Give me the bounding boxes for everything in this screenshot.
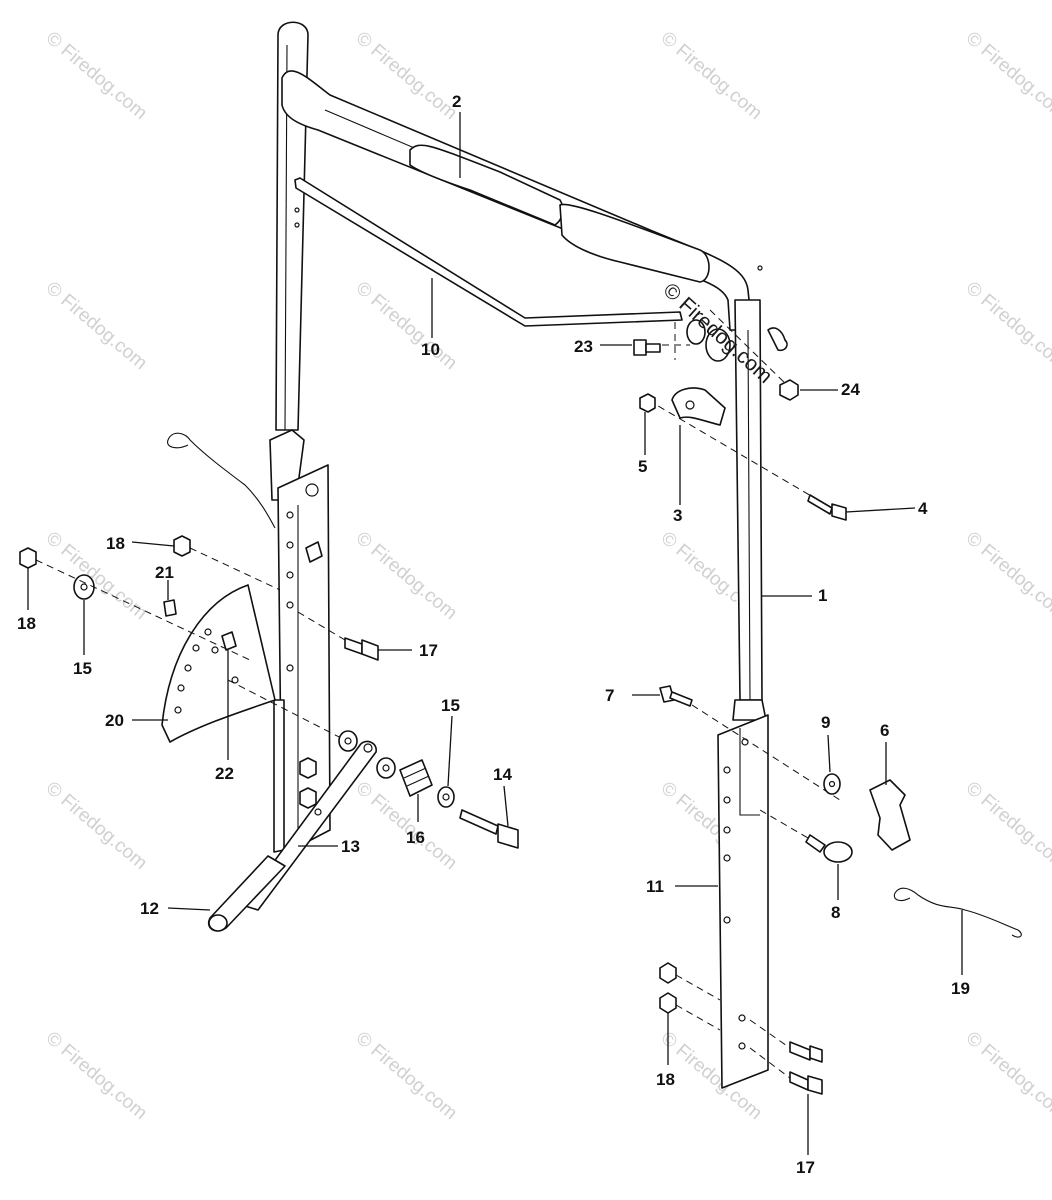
cable-19 [893,887,1022,938]
leader-lines [27,112,963,1155]
nut-18-lower [659,992,677,1014]
callout-17: 17 [796,1158,815,1177]
callout-15: 15 [73,659,92,678]
cable-left [167,432,276,529]
watermark: © Firedog.com [42,1028,151,1124]
callout-6: 6 [880,721,889,740]
watermark: © Firedog.com [657,28,766,124]
bolt-7 [659,685,693,707]
spring-16 [399,759,433,797]
adjustment-plate-20 [161,584,276,743]
callout-18: 18 [656,1070,675,1089]
bolt-22 [221,631,237,651]
handlebar-grip [281,70,753,331]
watermark: © Firedog.com [962,278,1052,374]
stud-pin [305,541,323,563]
bolt-21 [163,599,177,617]
lock-pin-8 [805,834,853,863]
lever-grip-12 [208,855,286,932]
watermark: © Firedog.com [42,278,151,374]
left-lower-bracket [273,464,331,856]
watermark: © Firedog.com [962,778,1052,874]
callout-19: 19 [951,979,970,998]
watermark: © Firedog.com [42,778,151,874]
callout-2: 2 [452,92,461,111]
callout-12: 12 [140,899,159,918]
callout-21: 21 [155,563,174,582]
callout-3: 3 [673,506,682,525]
bolt-17-lower [789,1071,823,1095]
callout-10: 10 [421,340,440,359]
callout-labels: 2 10 23 24 5 3 4 1 7 6 9 8 11 19 18 17 1… [17,92,970,1177]
callout-15: 15 [441,696,460,715]
nut-left-lower-a [299,757,317,779]
callout-24: 24 [841,380,860,399]
watermark: © Firedog.com [352,1028,461,1124]
callout-9: 9 [821,713,830,732]
nut-5 [639,393,656,413]
right-lower-bracket [717,714,769,1089]
watermark: © Firedog.com [962,1028,1052,1124]
bolt-14 [459,809,519,849]
washer-15-left [73,574,95,600]
washer-15-outer [437,786,455,808]
watermark: © Firedog.com [352,278,461,374]
callout-18: 18 [106,534,125,553]
washer-9 [823,773,841,795]
callout-20: 20 [105,711,124,730]
callout-17: 17 [419,641,438,660]
watermark: © Firedog.com [352,528,461,624]
pivot-washer [686,319,788,362]
callout-18: 18 [17,614,36,633]
control-rod [294,177,683,327]
callout-16: 16 [406,828,425,847]
callout-5: 5 [638,457,647,476]
callout-7: 7 [605,686,614,705]
bolt-17-upper [789,1041,823,1063]
callout-14: 14 [493,765,512,784]
callout-1: 1 [818,586,827,605]
callout-13: 13 [341,837,360,856]
watermark: © Firedog.com [962,28,1052,124]
callout-8: 8 [831,903,840,922]
callout-11: 11 [646,877,664,896]
bolt-17-left [344,637,379,661]
watermark: © Firedog.com [962,528,1052,624]
bracket-3 [671,387,726,426]
washer-pivot [338,730,358,752]
nut-18-left-top [173,535,191,557]
nut-18-upper [659,962,677,984]
watermark: © Firedog.com [352,28,461,124]
callout-4: 4 [918,499,928,518]
washer-15-right [376,757,396,779]
callout-23: 23 [574,337,593,356]
watermark: © Firedog.com [42,28,151,124]
callout-22: 22 [215,764,234,783]
bolt-4 [807,494,847,521]
right-handle-tube [732,265,767,721]
nut-18-left [19,547,37,569]
nut-left-lower-b [299,787,317,809]
knob-6 [869,779,911,851]
nut-24 [779,379,799,401]
bolt-23 [633,339,661,356]
